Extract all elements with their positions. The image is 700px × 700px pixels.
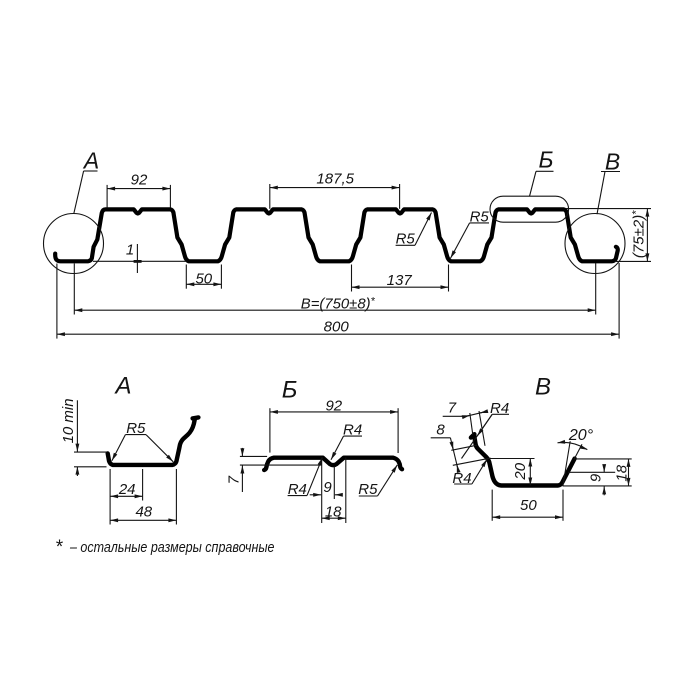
svg-text:800: 800 xyxy=(324,319,350,336)
svg-text:– остальные размеры справочные: – остальные размеры справочные xyxy=(69,539,274,556)
svg-text:7: 7 xyxy=(225,475,242,484)
svg-text:R5: R5 xyxy=(396,230,416,247)
svg-text:50: 50 xyxy=(195,271,212,288)
svg-text:137: 137 xyxy=(387,272,413,289)
svg-text:R4: R4 xyxy=(490,400,509,417)
svg-text:18: 18 xyxy=(613,464,630,481)
svg-text:187,5: 187,5 xyxy=(316,171,354,188)
svg-text:В: В xyxy=(535,374,551,401)
svg-text:18: 18 xyxy=(325,503,342,520)
svg-text:А: А xyxy=(82,148,99,174)
svg-text:92: 92 xyxy=(325,397,342,414)
svg-text:9: 9 xyxy=(323,479,332,496)
svg-text:20: 20 xyxy=(512,462,529,480)
svg-text:R5: R5 xyxy=(470,209,490,226)
svg-text:R5: R5 xyxy=(126,420,146,437)
svg-text:R4: R4 xyxy=(343,422,362,439)
svg-text:В: В xyxy=(605,149,620,175)
svg-text:9: 9 xyxy=(588,473,605,482)
svg-text:Б: Б xyxy=(282,377,298,404)
svg-text:B=(750±8)*: B=(750±8)* xyxy=(301,295,376,312)
svg-text:92: 92 xyxy=(131,172,148,189)
svg-text:7: 7 xyxy=(448,400,457,417)
svg-text:R4: R4 xyxy=(452,470,471,487)
svg-text:Б: Б xyxy=(539,147,554,173)
svg-text:20°: 20° xyxy=(568,427,594,444)
svg-text:1: 1 xyxy=(126,241,134,258)
svg-text:48: 48 xyxy=(135,504,152,521)
svg-text:50: 50 xyxy=(520,497,537,514)
svg-text:А: А xyxy=(113,373,131,400)
svg-text:24: 24 xyxy=(118,481,136,498)
svg-text:10 min: 10 min xyxy=(60,398,77,443)
svg-text:*: * xyxy=(55,537,63,558)
svg-text:8: 8 xyxy=(436,422,445,439)
svg-text:R4: R4 xyxy=(288,481,307,498)
svg-text:R5: R5 xyxy=(358,481,378,498)
svg-text:(75±2)*: (75±2)* xyxy=(631,210,648,258)
